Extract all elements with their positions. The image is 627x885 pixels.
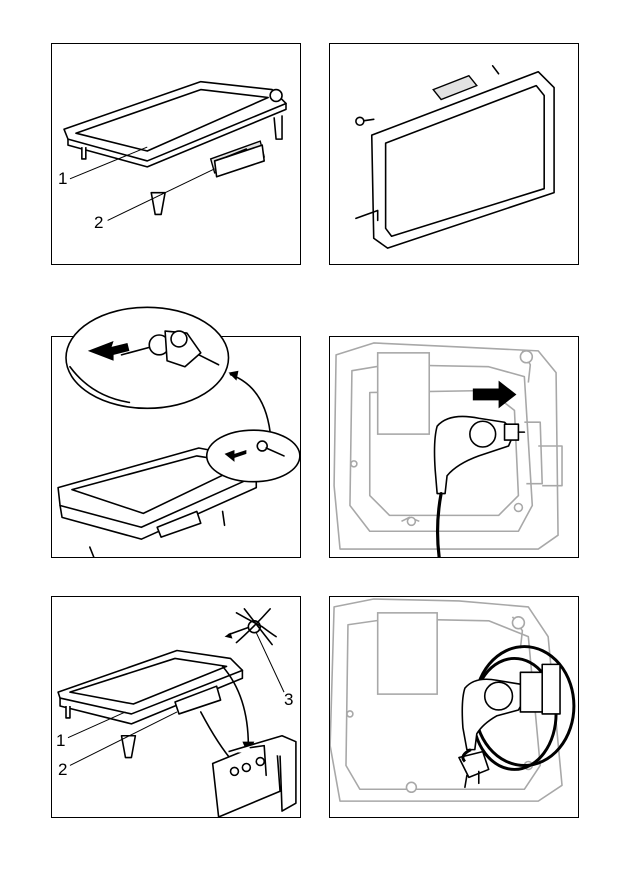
insert-probe-illustration xyxy=(330,337,578,557)
figure-insert-probe xyxy=(329,336,579,558)
unplug-illustration xyxy=(52,337,300,557)
cord-storage-illustration xyxy=(330,597,578,817)
leader-lines xyxy=(52,597,300,817)
leader-lines xyxy=(52,44,300,264)
figure-storage: 1 2 3 xyxy=(51,596,301,818)
figure-griddle-overview: 1 2 xyxy=(51,43,301,265)
tray-illustration xyxy=(330,44,578,264)
figure-cord-storage xyxy=(329,596,579,818)
figure-unplug-probe xyxy=(51,336,301,558)
figure-tray-upright xyxy=(329,43,579,265)
